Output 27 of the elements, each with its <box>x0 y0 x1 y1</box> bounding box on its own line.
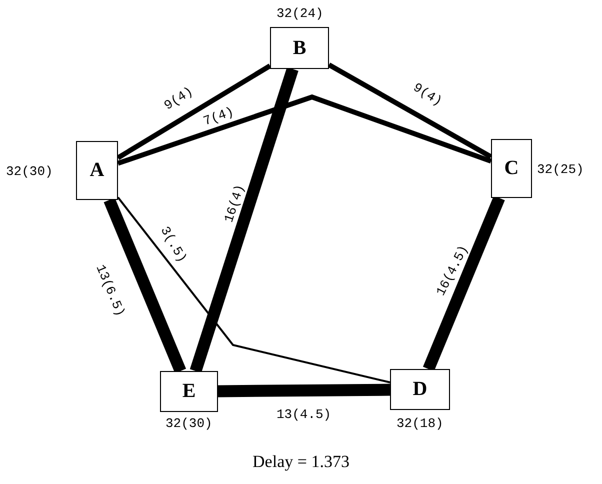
link-line <box>117 94 492 166</box>
node-box <box>491 139 532 198</box>
link-line <box>218 384 390 398</box>
caption: Delay = 1.373 <box>252 452 350 471</box>
capacity-label: 32(18) <box>396 416 444 431</box>
capacity-label: 32(25) <box>537 162 584 177</box>
node-box <box>390 369 450 410</box>
edge-label: 16(4) <box>220 182 248 224</box>
node-letter: A <box>90 159 104 182</box>
node-letter: E <box>182 380 196 403</box>
node-box <box>160 371 218 412</box>
capacity-label: 32(30) <box>166 416 212 431</box>
node-box <box>270 27 329 69</box>
capacity-label: 32(30) <box>6 164 53 179</box>
link-line <box>116 64 272 160</box>
link-line <box>117 196 390 384</box>
link-line <box>328 62 492 159</box>
node-letter: B <box>292 36 306 60</box>
edge-label: 9(4) <box>160 83 196 113</box>
edge-label: 13(4.5) <box>276 406 332 422</box>
node-letter: D <box>412 378 428 401</box>
node-box <box>76 141 118 200</box>
node-letter: C <box>504 157 519 180</box>
edge-label: 7(4) <box>200 104 236 128</box>
capacity-label: 32(24) <box>276 6 324 21</box>
link-line <box>422 196 505 372</box>
link-line <box>104 198 186 374</box>
